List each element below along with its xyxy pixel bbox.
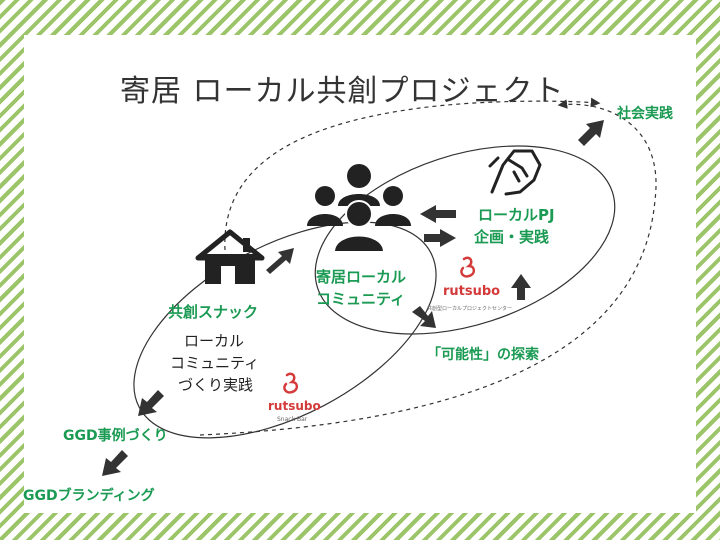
- diagram-panel: [24, 35, 696, 513]
- handshake-icon: [488, 149, 542, 196]
- label-community: コミュニティ: [316, 290, 406, 308]
- project-ellipse: [314, 145, 616, 335]
- arrow-community-to-pj: [424, 229, 456, 247]
- rutsubo-logo-name: rutsubo: [443, 284, 501, 299]
- label-kyoso-snack: 共創スナック: [168, 303, 259, 321]
- arrow-community-to-kanosei: [412, 306, 436, 328]
- label-ggd-jirei: GGD事例づくり: [63, 428, 168, 444]
- people-group-icon: [307, 164, 411, 253]
- arrow-ggd-to-branding: [102, 450, 128, 476]
- block-arrows: [102, 120, 604, 476]
- top-dashed-arc: [224, 97, 601, 251]
- arrow-up-to-pj: [511, 274, 531, 300]
- rutsubo-snack-subtitle: Snack Bar: [277, 416, 308, 423]
- arrow-to-shakai: [578, 120, 604, 146]
- arrow-pj-to-community: [420, 205, 456, 223]
- label-yorii-local: 寄居ローカル: [316, 268, 407, 286]
- label-local-pj: ローカルPJ: [478, 206, 555, 224]
- outer-dashed-cycle: [199, 99, 657, 436]
- page-title: 寄居 ローカル共創プロジェクト: [120, 74, 565, 109]
- label-kikaku-jissen: 企画・実践: [474, 228, 550, 246]
- label-kanosei: 「可能性」の探索: [427, 347, 539, 363]
- label-shakai-jissen: 社会実践: [617, 106, 673, 122]
- house-icon: [195, 229, 265, 284]
- label-local: ローカル: [184, 332, 245, 350]
- label-zukuri-jissen: づくり実践: [178, 376, 254, 394]
- label-ggd-branding: GGDブランディング: [23, 488, 155, 504]
- label-local-community: コミュニティ: [170, 354, 260, 372]
- rutsubo-logo-subtitle: 共創型ローカルプロジェクトセンター: [427, 306, 513, 312]
- arrow-house-to-community: [266, 248, 294, 274]
- rutsubo-snack-name: rutsubo: [268, 399, 321, 413]
- rutsubo-logo-icon: [283, 256, 476, 394]
- arrow-snack-to-ggd: [138, 390, 164, 416]
